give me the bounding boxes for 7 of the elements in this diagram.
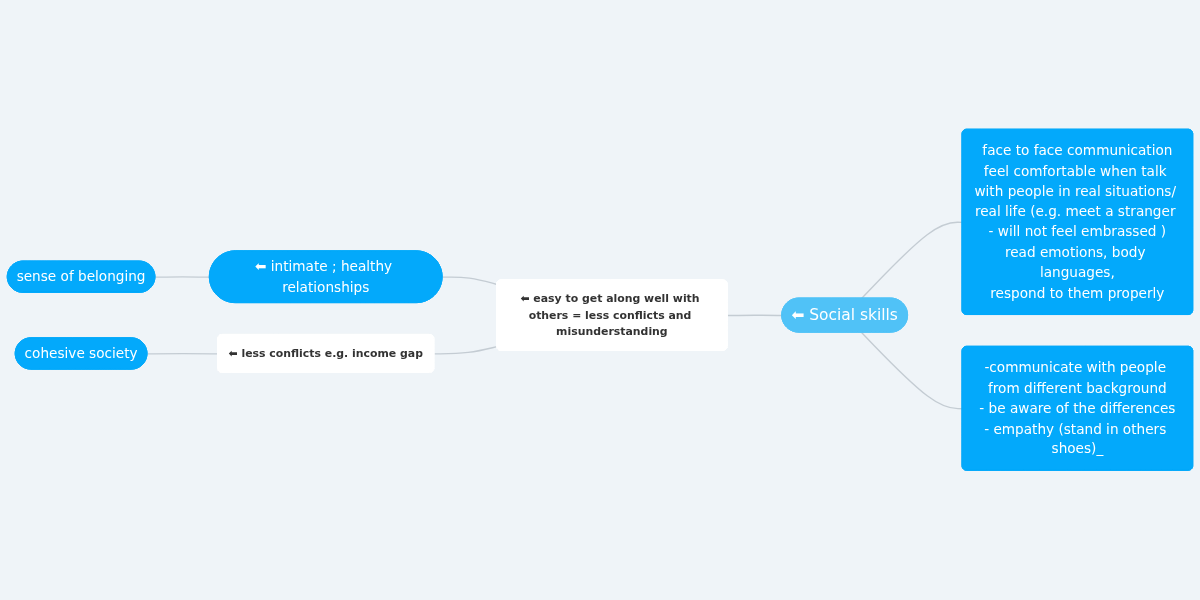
connector	[154, 276, 211, 279]
connector	[146, 353, 219, 355]
connector	[860, 332, 964, 410]
connector	[860, 221, 964, 300]
connector	[727, 314, 783, 317]
connector	[441, 276, 498, 286]
connector	[433, 346, 498, 355]
